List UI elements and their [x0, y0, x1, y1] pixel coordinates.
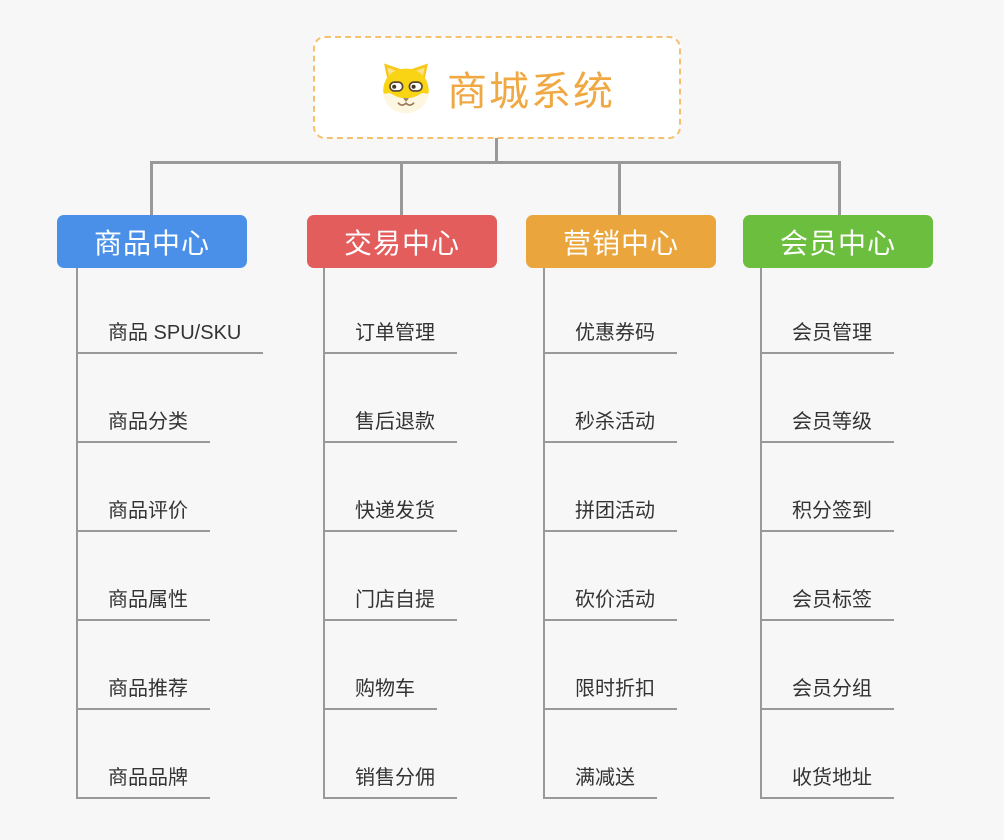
leaf-item[interactable]: 砍价活动 — [545, 587, 677, 621]
connector-root-drop — [495, 138, 498, 164]
leaf-item[interactable]: 快递发货 — [325, 498, 457, 532]
leaf-item[interactable]: 秒杀活动 — [545, 409, 677, 443]
branch-node-trade-center[interactable]: 交易中心 — [307, 215, 497, 268]
leaf-item[interactable]: 商品评价 — [78, 498, 210, 532]
leaf-item[interactable]: 满减送 — [545, 765, 657, 799]
leaf-item[interactable]: 订单管理 — [325, 320, 457, 354]
leaf-item[interactable]: 售后退款 — [325, 409, 457, 443]
leaf-item[interactable]: 商品属性 — [78, 587, 210, 621]
connector-branch-drop — [150, 161, 153, 215]
root-node[interactable]: 商城系统 — [313, 36, 681, 139]
product-center-children: 商品 SPU/SKU 商品分类 商品评价 商品属性 商品推荐 商品品牌 — [76, 268, 264, 799]
leaf-item[interactable]: 商品分类 — [78, 409, 210, 443]
leaf-item[interactable]: 限时折扣 — [545, 676, 677, 710]
leaf-item[interactable]: 销售分佣 — [325, 765, 457, 799]
branch-node-product-center[interactable]: 商品中心 — [57, 215, 247, 268]
marketing-center-children: 优惠券码 秒杀活动 拼团活动 砍价活动 限时折扣 满减送 — [543, 268, 677, 799]
root-title: 商城系统 — [447, 69, 615, 114]
leaf-item[interactable]: 会员标签 — [762, 587, 894, 621]
connector-branch-drop — [618, 161, 621, 215]
leaf-item[interactable]: 购物车 — [325, 676, 437, 710]
member-center-children: 会员管理 会员等级 积分签到 会员标签 会员分组 收货地址 — [760, 268, 894, 799]
connector-horizontal — [150, 161, 841, 164]
leaf-item[interactable]: 拼团活动 — [545, 498, 677, 532]
leaf-item[interactable]: 门店自提 — [325, 587, 457, 621]
leaf-item[interactable]: 收货地址 — [762, 765, 894, 799]
branch-node-marketing-center[interactable]: 营销中心 — [526, 215, 716, 268]
leaf-item[interactable]: 优惠券码 — [545, 320, 677, 354]
leaf-item[interactable]: 积分签到 — [762, 498, 894, 532]
leaf-item[interactable]: 会员等级 — [762, 409, 894, 443]
connector-branch-drop — [400, 161, 403, 215]
leaf-item[interactable]: 商品推荐 — [78, 676, 210, 710]
leaf-item[interactable]: 商品品牌 — [78, 765, 210, 799]
leaf-item[interactable]: 会员管理 — [762, 320, 894, 354]
trade-center-children: 订单管理 售后退款 快递发货 门店自提 购物车 销售分佣 — [323, 268, 457, 799]
dog-face-icon — [379, 61, 433, 115]
leaf-item[interactable]: 会员分组 — [762, 676, 894, 710]
connector-branch-drop — [838, 161, 841, 215]
branch-node-member-center[interactable]: 会员中心 — [743, 215, 933, 268]
leaf-item[interactable]: 商品 SPU/SKU — [78, 320, 264, 354]
